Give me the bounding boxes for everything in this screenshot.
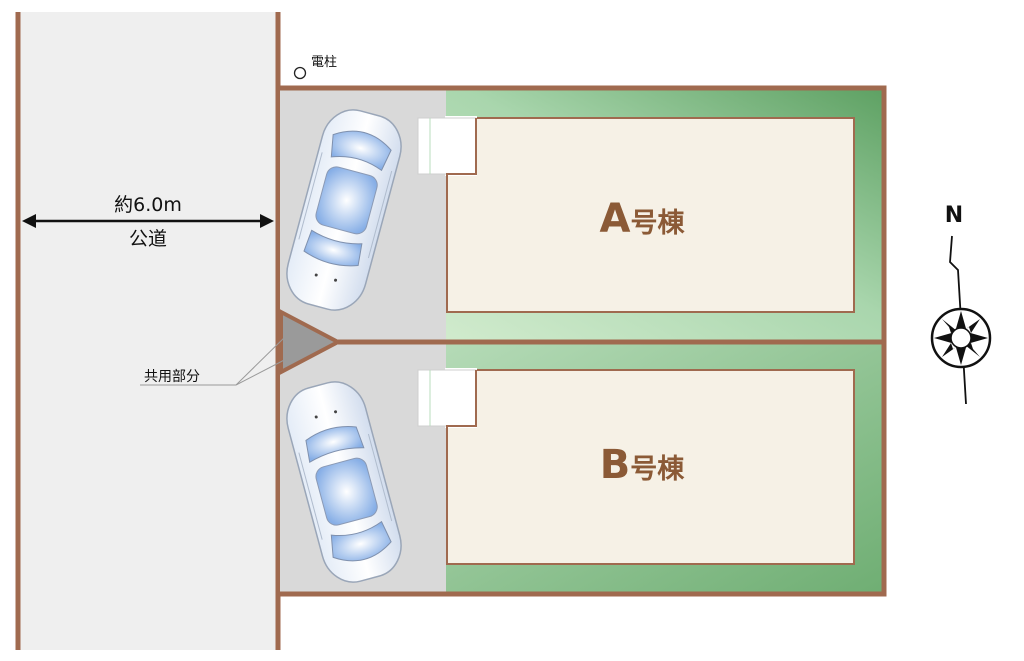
utility-pole-label: 電柱	[311, 55, 337, 70]
utility-pole: 電柱	[293, 55, 337, 80]
car-b-icon	[286, 381, 402, 583]
public-road: 約6.0m 公道	[15, 12, 281, 650]
building-a	[446, 117, 855, 313]
shared-area-leader	[140, 333, 293, 386]
building-b-suffix: 号棟	[630, 454, 685, 485]
road-name-label: 公道	[129, 228, 167, 250]
building-a-label: A号棟	[600, 196, 686, 242]
compass: N	[930, 203, 992, 405]
compass-rose-icon	[930, 307, 992, 369]
shared-area	[279, 308, 343, 376]
building-b-letter: B	[600, 442, 631, 488]
car-a-icon	[286, 109, 402, 311]
building-a-suffix: 号棟	[630, 208, 685, 239]
road-width-arrow	[22, 214, 274, 228]
shared-area-label: 共用部分	[144, 369, 200, 385]
building-b-label: B号棟	[600, 442, 685, 488]
lot-boundaries	[278, 85, 887, 597]
compass-north-label: N	[945, 203, 963, 228]
building-b	[446, 369, 855, 565]
road-width-label: 約6.0m	[114, 194, 182, 216]
utility-pole-icon	[293, 66, 307, 80]
building-a-letter: A	[600, 196, 631, 242]
